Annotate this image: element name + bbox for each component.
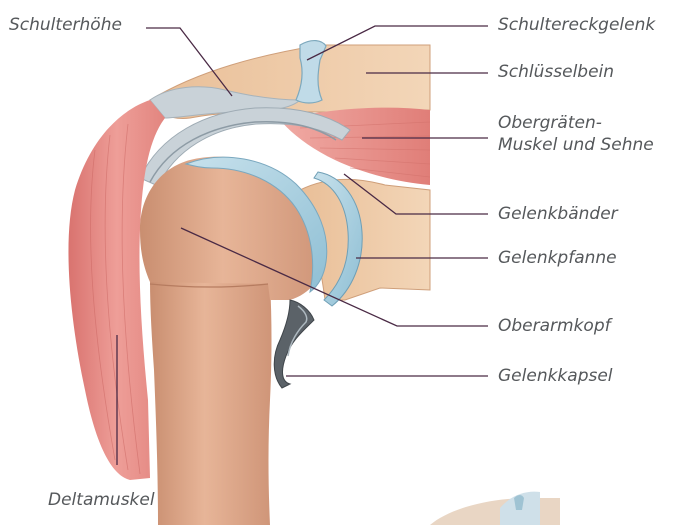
- label-gelenkbaender: Gelenkbänder: [498, 203, 618, 225]
- humerus-shaft: [150, 280, 272, 525]
- label-oberarmkopf: Oberarmkopf: [498, 315, 611, 337]
- lower-capsule: [274, 300, 314, 388]
- label-obergraeten-muskel-und-sehne: Obergräten- Muskel und Sehne: [498, 112, 654, 156]
- humeral-head: [140, 157, 324, 300]
- label-schulterhoehe: Schulterhöhe: [9, 14, 122, 36]
- thumbnail-shoulder-inset: [430, 492, 560, 525]
- label-schluesselbein: Schlüsselbein: [498, 61, 614, 83]
- label-deltamuskel: Deltamuskel: [48, 489, 155, 511]
- label-gelenkkapsel: Gelenkkapsel: [498, 365, 613, 387]
- label-obergraeten-line2: Muskel und Sehne: [498, 134, 654, 156]
- label-obergraeten-line1: Obergräten-: [498, 112, 654, 134]
- label-schultereckgelenk: Schultereckgelenk: [498, 14, 655, 36]
- label-gelenkpfanne: Gelenkpfanne: [498, 247, 617, 269]
